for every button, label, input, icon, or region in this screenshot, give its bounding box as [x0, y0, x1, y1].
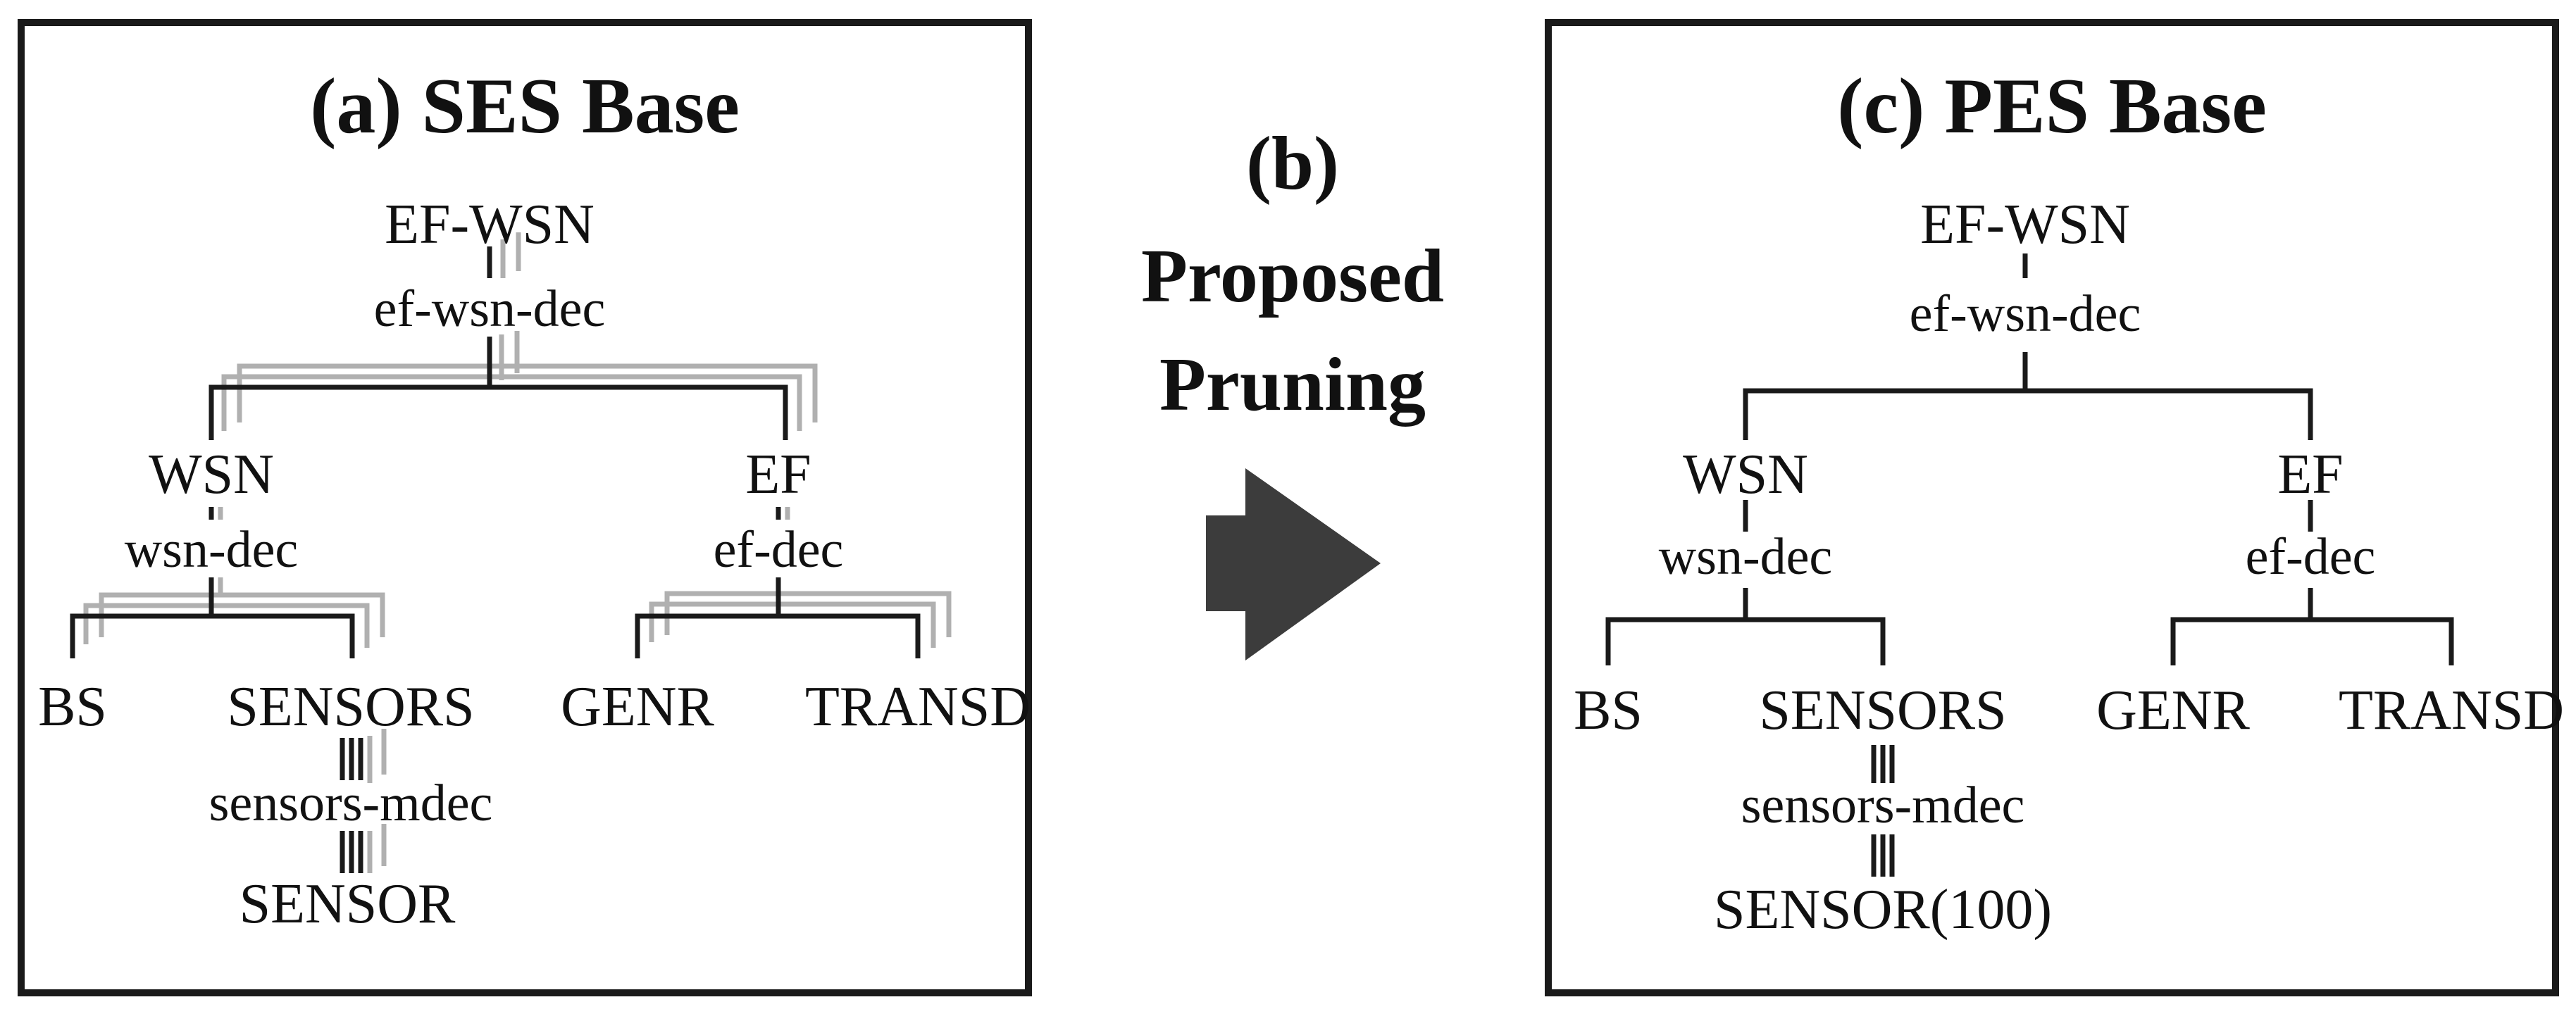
pruning-step: (b) Proposed Pruning	[1141, 122, 1444, 660]
pes-sensors-node: SENSORS	[1759, 679, 2006, 741]
ses-bs-node: BS	[38, 676, 107, 738]
ses-sensors-mdec: sensors-mdec	[209, 775, 493, 832]
ses-shadow-lines	[83, 232, 952, 873]
pes-ef-node: EF	[2277, 444, 2343, 506]
ses-tree-lines	[70, 246, 921, 873]
pes-ef-dec: ef-dec	[2246, 528, 2376, 586]
pes-panel: (c) PES Base EF-WSN ef-wsn-dec WSN wsn-d…	[1545, 19, 2564, 996]
pes-sensors-mdec: sensors-mdec	[1741, 777, 2025, 834]
pes-tree-lines	[1605, 253, 2454, 877]
pes-root-node: EF-WSN	[1920, 194, 2130, 256]
ses-panel-frame	[18, 19, 1032, 996]
pruning-label-b: (b)	[1246, 122, 1339, 206]
ses-panel: (a) SES Base EF-WSN ef-wsn-dec WSN wsn-d…	[18, 19, 1032, 996]
ses-sensor-node: SENSOR	[239, 873, 456, 935]
pes-transd-node: TRANSD	[2339, 679, 2564, 741]
ses-wsn-node: WSN	[149, 444, 274, 506]
pes-wsn-node: WSN	[1683, 444, 1808, 506]
ses-root-dec: ef-wsn-dec	[374, 280, 606, 338]
ses-sensors-node: SENSORS	[227, 676, 474, 738]
pes-bs-node: BS	[1574, 679, 1643, 741]
pruning-label-line1: Proposed	[1141, 234, 1444, 318]
ses-title: (a) SES Base	[310, 63, 740, 150]
pes-sensor-node: SENSOR(100)	[1714, 879, 2052, 941]
ses-transd-node: TRANSD	[805, 676, 1031, 738]
pes-wsn-dec: wsn-dec	[1659, 528, 1833, 586]
ses-root-node: EF-WSN	[385, 194, 595, 256]
ses-ef-node: EF	[745, 444, 811, 506]
ses-ef-dec: ef-dec	[714, 521, 844, 579]
ses-genr-node: GENR	[561, 676, 714, 738]
ses-wsn-dec: wsn-dec	[125, 521, 299, 579]
pes-root-dec: ef-wsn-dec	[1910, 285, 2141, 343]
pruning-arrow-icon	[1206, 468, 1381, 660]
pes-panel-frame	[1545, 19, 2559, 996]
pes-title: (c) PES Base	[1837, 63, 2267, 150]
pes-genr-node: GENR	[2096, 679, 2250, 741]
pruning-label-line2: Pruning	[1159, 343, 1426, 427]
